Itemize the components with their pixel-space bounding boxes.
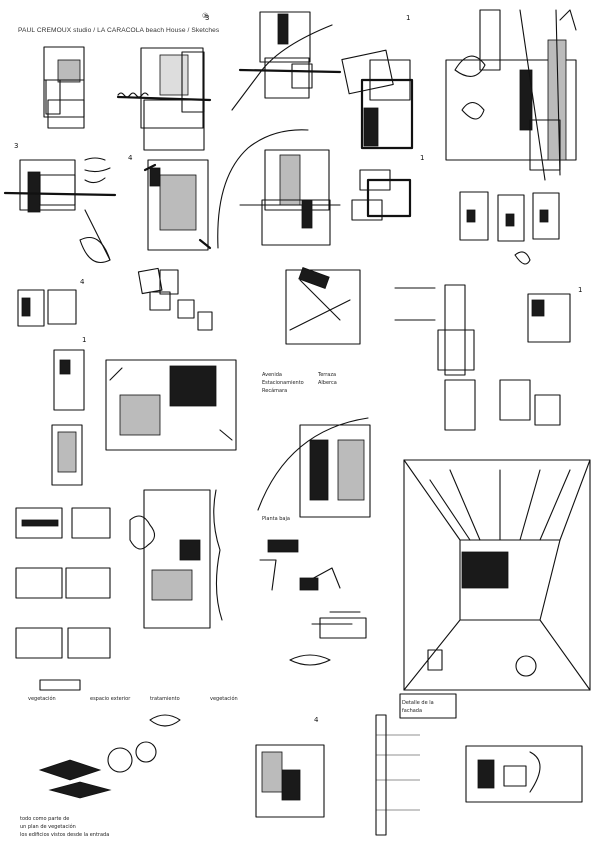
svg-text:Detalle de la: Detalle de la: [402, 700, 434, 706]
svg-text:vegetación: vegetación: [28, 695, 56, 702]
sketch-three-plans: [459, 191, 560, 265]
sheet-caption: PAUL CREMOUX studio / LA CARACOLA beach …: [18, 27, 220, 34]
svg-text:Avenida: Avenida: [262, 372, 282, 378]
sketch-number: 4: [314, 716, 319, 724]
sketch-rotated-plan: [285, 267, 361, 345]
sketch-plan-7: 1: [394, 284, 582, 431]
sketch-plan-3: [231, 11, 342, 111]
sketch-plan-2: ③ 3: [116, 12, 212, 151]
sketch-elevation-right: [465, 745, 583, 803]
sketch-wall-section: Detalle de la fachada: [375, 693, 457, 836]
sketch-column-plans: 1: [51, 336, 86, 486]
sketch-number: 3: [14, 142, 18, 150]
svg-text:fachada: fachada: [402, 708, 422, 714]
sketch-dense-plan: [445, 9, 577, 181]
sketch-block-massing: [137, 267, 213, 331]
sketch-rotated-blocks: 1: [341, 14, 414, 150]
sketch-plan-6: 4: [17, 278, 85, 327]
svg-text:tratamiento: tratamiento: [150, 696, 180, 702]
svg-text:Alberca: Alberca: [318, 380, 337, 386]
svg-text:vegetación: vegetación: [210, 695, 238, 702]
svg-text:Estacionamiento: Estacionamiento: [262, 380, 304, 386]
sketch-number: 1: [578, 286, 582, 294]
sketch-number: 4: [80, 278, 85, 286]
svg-text:Terraza: Terraza: [317, 372, 336, 378]
sketch-number: 1: [406, 14, 410, 22]
sketch-site-plan-center: [217, 129, 341, 249]
sketch-stacked-blocks: 1: [351, 154, 424, 221]
sketch-number: 1: [82, 336, 86, 344]
sketch-plan-8: 4: [255, 716, 325, 818]
svg-text:los edificios vistos desde la: los edificios vistos desde la entrada: [20, 832, 109, 838]
svg-text:Recámara: Recámara: [262, 387, 287, 394]
sketch-plan-1: [43, 46, 85, 129]
sketch-number: 3: [205, 14, 209, 22]
sketch-number: 4: [128, 154, 133, 162]
sketch-plan-5: 4: [128, 154, 212, 251]
sketch-courtyard-perspective: [403, 459, 591, 691]
sketch-dense-plan-2: [129, 489, 223, 629]
sketch-elevations: [15, 507, 111, 659]
svg-text:todo como parte de: todo como parte de: [20, 816, 69, 822]
svg-text:Planta baja: Planta baja: [262, 516, 290, 522]
sketch-furniture-studies: [259, 539, 367, 666]
sketch-number: 1: [420, 154, 424, 162]
sketch-diagram-notes: vegetación espacio exterior tratamiento …: [20, 679, 238, 838]
svg-text:espacio exterior: espacio exterior: [90, 696, 131, 702]
sketch-plan-4: 3: [3, 142, 117, 264]
svg-text:un plan de vegetación: un plan de vegetación: [20, 823, 76, 830]
sketch-annotated-plan: Avenida Estacionamiento Recámara Terraza…: [257, 372, 371, 522]
svg-text:③: ③: [202, 12, 208, 20]
sketch-house-plan: [105, 359, 237, 451]
